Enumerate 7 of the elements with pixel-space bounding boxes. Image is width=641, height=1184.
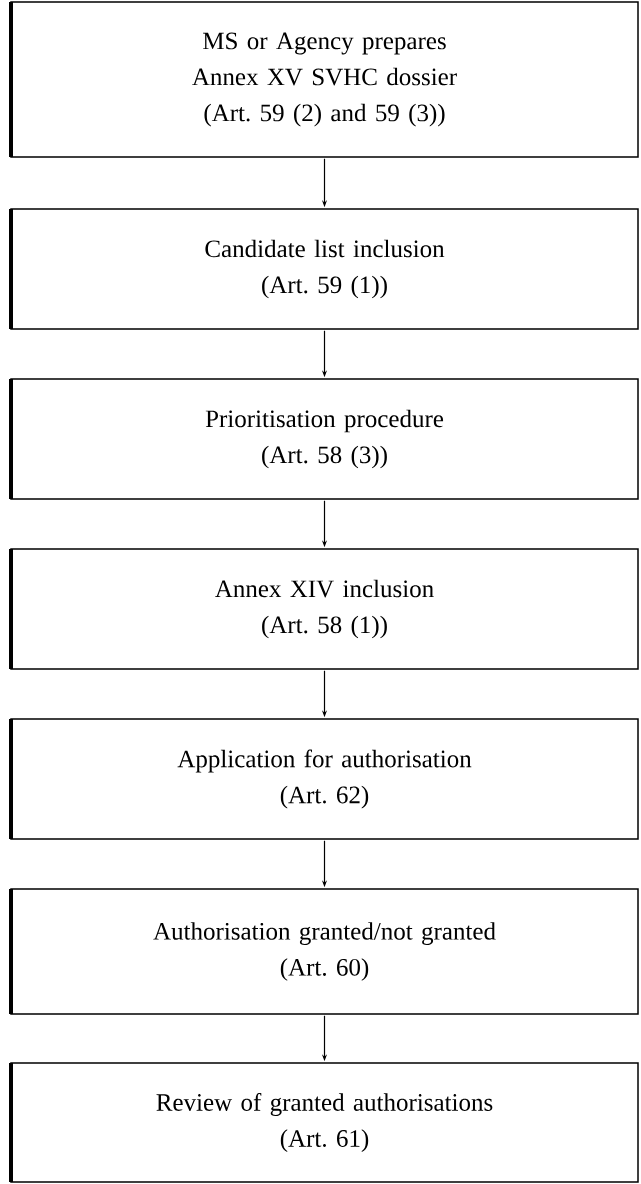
process-box: Candidate list inclusion (Art. 59 (1)) xyxy=(9,208,639,330)
process-box: Prioritisation procedure (Art. 58 (3)) xyxy=(9,378,639,500)
process-box: Annex XIV inclusion (Art. 58 (1)) xyxy=(9,548,639,670)
process-box: MS or Agency prepares Annex XV SVHC dossier (Art. 59 (2) and 59 (3)) xyxy=(9,1,639,158)
process-box: Authorisation granted/not granted (Art. 60) xyxy=(9,888,639,1015)
process-box: Review of granted authorisations (Art. 61) xyxy=(9,1062,639,1183)
process-box: Application for authorisation (Art. 62) xyxy=(9,718,639,840)
